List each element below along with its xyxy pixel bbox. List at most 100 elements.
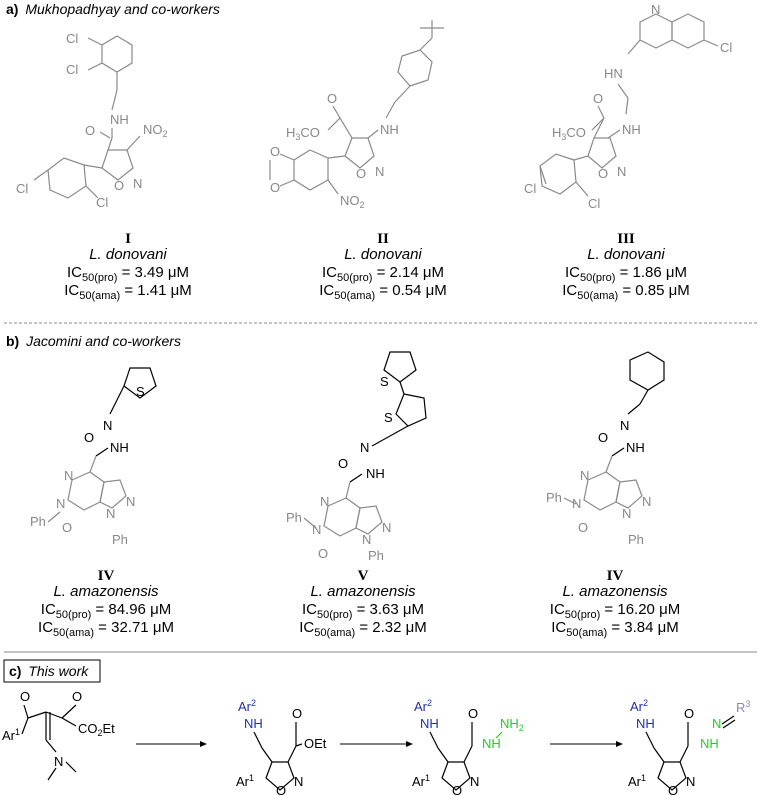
compound-number: V bbox=[358, 568, 369, 584]
s-label: S bbox=[136, 384, 145, 399]
structure-IV-right: N NH O N N N N Ph O Ph bbox=[546, 351, 665, 547]
nh-label: NH bbox=[420, 716, 439, 731]
arrowhead bbox=[406, 741, 413, 747]
co2et-label: CO2Et bbox=[78, 721, 115, 738]
ph-label: Ph bbox=[112, 532, 128, 547]
ic50-pro-value: IC50(pro) = 1.86 μM bbox=[565, 264, 687, 284]
ic50-pro-value: IC50(pro) = 84.96 μM bbox=[41, 601, 171, 621]
compound-number: II bbox=[377, 231, 389, 247]
n-label: N bbox=[622, 506, 631, 521]
o-label: O bbox=[84, 430, 94, 445]
ic50-ama-value: IC50(ama) = 2.32 μM bbox=[299, 619, 427, 639]
species-name: L. donovani bbox=[89, 246, 167, 263]
cl-label: Cl bbox=[524, 181, 536, 196]
structure-II: NH O H3CO N O O O NO2 bbox=[269, 20, 444, 210]
ic50-ama-value: IC50(ama) = 1.41 μM bbox=[64, 282, 192, 302]
h3co-label: H3CO bbox=[552, 125, 586, 142]
n-label: N bbox=[382, 520, 391, 535]
oet-label: OEt bbox=[304, 736, 327, 751]
nh-label: NH bbox=[482, 736, 501, 751]
scheme-hydrazide-product: Ar2 NH O NH NH2 Ar1 N O bbox=[412, 698, 524, 795]
n-label: N bbox=[360, 440, 369, 455]
o-label: O bbox=[62, 520, 72, 535]
o-label: O bbox=[114, 178, 124, 193]
cl-label: Cl bbox=[66, 62, 78, 77]
n-label: N bbox=[651, 2, 660, 17]
o-label: O bbox=[276, 783, 286, 795]
o-label: O bbox=[327, 91, 337, 106]
ic50-pro-value: IC50(pro) = 3.49 μM bbox=[67, 264, 189, 284]
ar2-label: Ar2 bbox=[630, 698, 648, 714]
n-label: N bbox=[362, 532, 371, 547]
o-label: O bbox=[20, 689, 30, 704]
o-label: O bbox=[468, 706, 478, 721]
ar1-label: Ar1 bbox=[412, 773, 430, 789]
scheme-hydrazone-product: Ar2 NH O NH N R3 Ar1 N O bbox=[628, 698, 750, 795]
n-label: N bbox=[106, 506, 115, 521]
nh-label: NH bbox=[622, 122, 641, 137]
n-label: N bbox=[64, 468, 73, 483]
n-label: N bbox=[312, 522, 321, 537]
cl-label: Cl bbox=[588, 196, 600, 211]
section-c-header: c) This work bbox=[9, 663, 89, 679]
cl-label: Cl bbox=[16, 181, 28, 196]
ph-label: Ph bbox=[30, 514, 46, 529]
h3co-label: H3CO bbox=[286, 125, 320, 142]
section-b-header: b) Jacomini and co-workers bbox=[6, 333, 181, 349]
ic50-pro-value: IC50(pro) = 16.20 μM bbox=[550, 601, 680, 621]
nh-label: NH bbox=[244, 716, 263, 731]
cl-label: Cl bbox=[720, 40, 732, 55]
nh-label: NH bbox=[380, 122, 399, 137]
nh-label: NH bbox=[366, 466, 385, 481]
ic50-pro-value: IC50(pro) = 3.63 μM bbox=[302, 601, 424, 621]
o-label: O bbox=[292, 706, 302, 721]
o-label: O bbox=[668, 783, 678, 795]
species-name: L. amazonensis bbox=[53, 583, 159, 600]
o-label: O bbox=[270, 180, 280, 195]
nh-label: NH bbox=[700, 736, 719, 751]
o-label: O bbox=[318, 546, 328, 561]
n-label: N bbox=[103, 418, 112, 433]
compound-number: IV bbox=[98, 568, 115, 584]
n-label: N bbox=[56, 496, 65, 511]
compound-number: III bbox=[617, 231, 635, 247]
no2-label: NO2 bbox=[340, 193, 365, 210]
o-label: O bbox=[452, 783, 462, 795]
o-label: O bbox=[598, 430, 608, 445]
o-label: O bbox=[598, 166, 608, 181]
n-label: N bbox=[580, 468, 589, 483]
cl-label: Cl bbox=[66, 31, 78, 46]
ic50-ama-value: IC50(ama) = 0.85 μM bbox=[562, 282, 690, 302]
ar1-label: Ar1 bbox=[2, 727, 20, 743]
n-label: N bbox=[617, 164, 626, 179]
structure-IV-left: S N NH O N N N N Ph O Ph bbox=[30, 367, 157, 547]
ic50-ama-value: IC50(ama) = 32.71 μM bbox=[38, 619, 174, 639]
n-label: N bbox=[642, 494, 651, 509]
section-c-box bbox=[3, 659, 101, 683]
compound-number: IV bbox=[607, 568, 624, 584]
r3-label: R3 bbox=[736, 699, 750, 715]
scheme-ester-product: Ar2 NH O OEt Ar1 N O bbox=[236, 698, 327, 795]
hn-label: HN bbox=[604, 66, 623, 81]
nh-label: NH bbox=[626, 440, 645, 455]
ic50-ama-value: IC50(ama) = 3.84 μM bbox=[551, 619, 679, 639]
nh2-label: NH2 bbox=[500, 716, 524, 733]
ic50-pro-value: IC50(pro) = 2.14 μM bbox=[322, 264, 444, 284]
nh-label: NH bbox=[636, 716, 655, 731]
ph-label: Ph bbox=[628, 532, 644, 547]
no2-label: NO2 bbox=[143, 122, 168, 139]
ph-label: Ph bbox=[286, 510, 302, 525]
n-label: N bbox=[320, 494, 329, 509]
o-label: O bbox=[270, 144, 280, 159]
ph-label: Ph bbox=[368, 548, 384, 563]
n-label: N bbox=[133, 176, 142, 191]
n-label: N bbox=[470, 774, 479, 789]
nh-label: NH bbox=[110, 112, 129, 127]
ic50-ama-value: IC50(ama) = 0.54 μM bbox=[319, 282, 447, 302]
n-label: N bbox=[620, 418, 629, 433]
o-label: O bbox=[593, 91, 603, 106]
o-label: O bbox=[578, 520, 588, 535]
arrowhead bbox=[200, 741, 207, 747]
